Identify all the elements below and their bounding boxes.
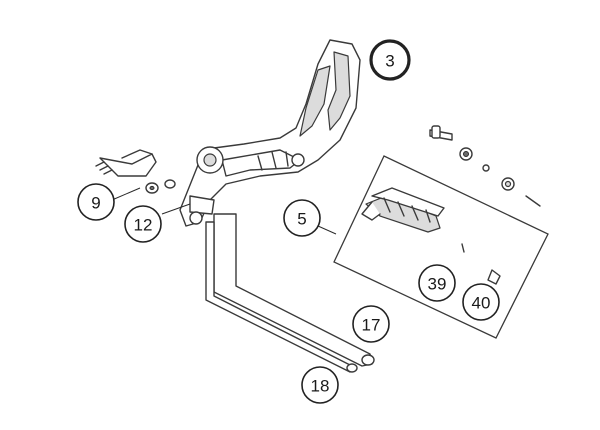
callout-label: 9 <box>91 194 100 213</box>
pivot-bolt[interactable] <box>95 149 157 177</box>
callout-5[interactable]: 5 <box>283 199 321 237</box>
footrest-pin[interactable] <box>461 243 465 253</box>
callout-40[interactable]: 40 <box>462 283 500 321</box>
callout-label: 18 <box>311 377 330 396</box>
brake-pedal-arm[interactable] <box>179 39 361 227</box>
cotter-pin[interactable] <box>525 195 541 207</box>
callout-39[interactable]: 39 <box>418 264 456 302</box>
callout-17[interactable]: 17 <box>352 305 390 343</box>
callout-9[interactable]: 9 <box>77 183 115 221</box>
spacer[interactable] <box>501 177 515 191</box>
long-bolt-17[interactable] <box>213 213 375 367</box>
small-washer[interactable] <box>482 164 490 172</box>
leader-12 <box>161 203 191 215</box>
callout-label: 3 <box>385 52 394 71</box>
callout-18[interactable]: 18 <box>301 366 339 404</box>
callout-label: 17 <box>362 316 381 335</box>
footrest[interactable] <box>361 187 445 233</box>
long-bolt-18[interactable] <box>205 221 358 373</box>
small-bolt[interactable] <box>429 125 453 141</box>
callout-label: 39 <box>428 275 447 294</box>
callout-3[interactable]: 3 <box>369 39 411 81</box>
callout-12[interactable]: 12 <box>124 205 162 243</box>
washer[interactable] <box>145 179 176 194</box>
callout-label: 5 <box>297 210 306 229</box>
callout-label: 40 <box>472 294 491 313</box>
leader-9 <box>111 187 141 201</box>
leader-5 <box>317 225 337 235</box>
callout-label: 12 <box>134 216 153 235</box>
nut[interactable] <box>459 147 473 161</box>
footrest-spring[interactable] <box>487 269 501 285</box>
